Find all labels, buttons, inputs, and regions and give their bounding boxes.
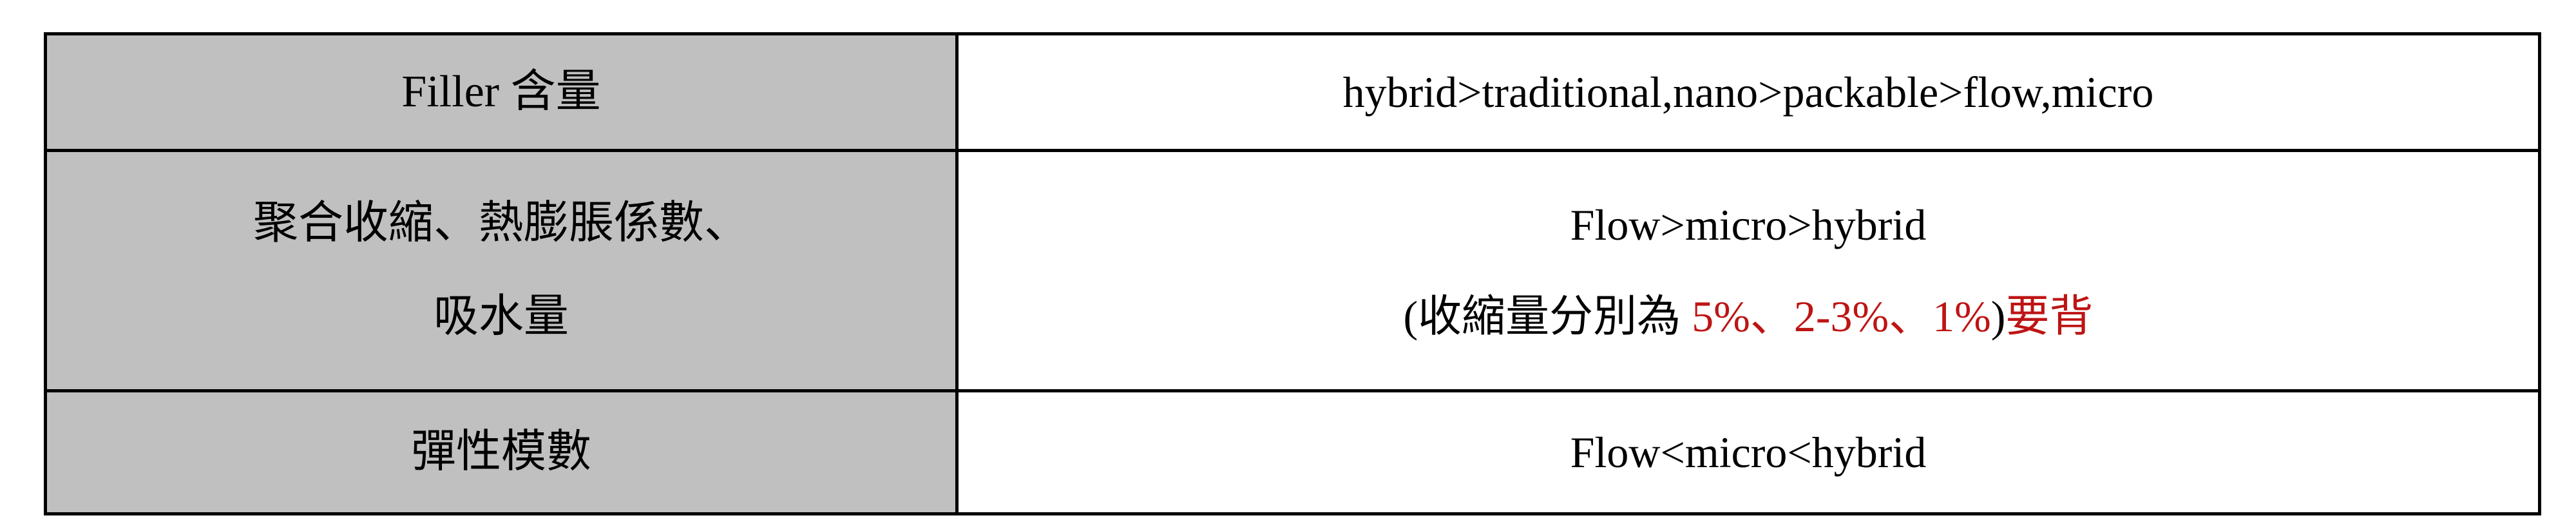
properties-table: Filler 含量 hybrid>traditional,nano>packab… [44,32,2541,515]
row-value-cell-shrinkage: Flow>micro>hybrid (收縮量分別為 5%、2-3%、1%)要背 [955,149,2541,392]
row-label-shrinkage: 聚合收縮、熱膨脹係數、 吸水量 [47,197,955,343]
row-value-elastic-modulus: Flow<micro<hybrid [1570,427,1927,477]
memorize-annotation: 要背 [2005,292,2094,341]
shrinkage-note-close-paren: ) [1990,292,2006,341]
row-label-cell-elastic-modulus: 彈性模數 [44,389,959,515]
row-label-shrinkage-line-1: 聚合收縮、熱膨脹係數、 [253,198,749,249]
table-row: 聚合收縮、熱膨脹係數、 吸水量 Flow>micro>hybrid (收縮量分別… [44,149,2541,392]
row-label-filler-content: Filler 含量 [401,66,601,117]
table-row: Filler 含量 hybrid>traditional,nano>packab… [44,32,2541,152]
row-value-filler-content: hybrid>traditional,nano>packable>flow,mi… [1342,67,2154,117]
shrinkage-percent-values: 5%、2-3%、1% [1692,292,1991,341]
row-value-shrinkage-line-2: (收縮量分別為 5%、2-3%、1%)要背 [959,291,2538,342]
shrinkage-note-prefix: (收縮量分別為 [1403,292,1692,341]
row-label-elastic-modulus: 彈性模數 [411,427,591,477]
row-value-cell-elastic-modulus: Flow<micro<hybrid [955,389,2541,515]
row-label-cell-filler-content: Filler 含量 [44,32,959,152]
row-value-shrinkage: Flow>micro>hybrid (收縮量分別為 5%、2-3%、1%)要背 [959,199,2538,342]
row-value-cell-filler-content: hybrid>traditional,nano>packable>flow,mi… [955,32,2541,152]
row-value-shrinkage-line-1: Flow>micro>hybrid [1570,200,1927,249]
row-label-cell-shrinkage: 聚合收縮、熱膨脹係數、 吸水量 [44,149,959,392]
row-label-shrinkage-line-2: 吸水量 [434,292,569,341]
table-body: Filler 含量 hybrid>traditional,nano>packab… [44,32,2541,515]
table-row: 彈性模數 Flow<micro<hybrid [44,389,2541,515]
